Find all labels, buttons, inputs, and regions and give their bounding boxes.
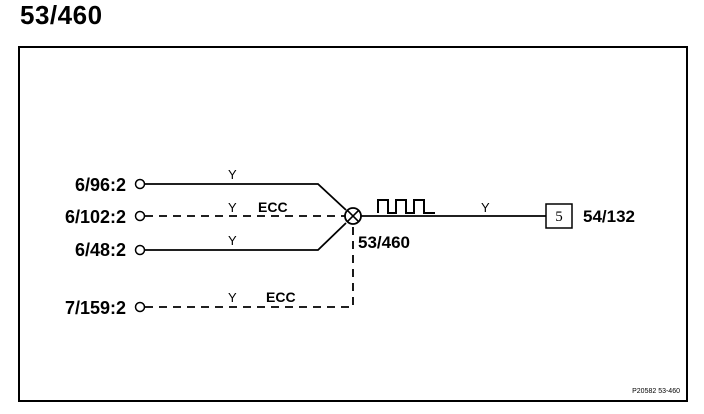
wire-1	[145, 183, 347, 211]
splice-label: 53/460	[358, 233, 410, 252]
connector-label-2: 6/102:2	[65, 207, 126, 227]
wire-label-4: Y	[228, 290, 237, 305]
connector-label-3: 6/48:2	[75, 240, 126, 260]
connector-label-4: 7/159:2	[65, 298, 126, 318]
destination-box[interactable]	[545, 203, 573, 229]
splice-node[interactable]	[344, 207, 362, 225]
destination-box-number: 5	[555, 209, 563, 225]
ecc-label-2: ECC	[258, 199, 288, 215]
wire-label-1: Y	[228, 167, 237, 182]
square-wave-icon	[377, 199, 435, 214]
wire-label-3: Y	[228, 233, 237, 248]
terminal-circle-4[interactable]	[134, 301, 146, 313]
ecc-label-4: ECC	[266, 289, 296, 305]
wire-label-2: Y	[228, 200, 237, 215]
diagram-frame	[18, 46, 688, 402]
wire-3	[145, 222, 347, 251]
footer-reference: P20582 53-460	[632, 388, 680, 395]
page-title: 53/460	[20, 0, 103, 30]
terminal-circle-1[interactable]	[134, 178, 146, 190]
terminal-circle-2[interactable]	[134, 210, 146, 222]
destination-label: 54/132	[583, 207, 635, 226]
connector-label-1: 6/96:2	[75, 175, 126, 195]
wire-4	[145, 225, 354, 308]
output-wire-label: Y	[481, 200, 490, 215]
terminal-circle-3[interactable]	[134, 244, 146, 256]
